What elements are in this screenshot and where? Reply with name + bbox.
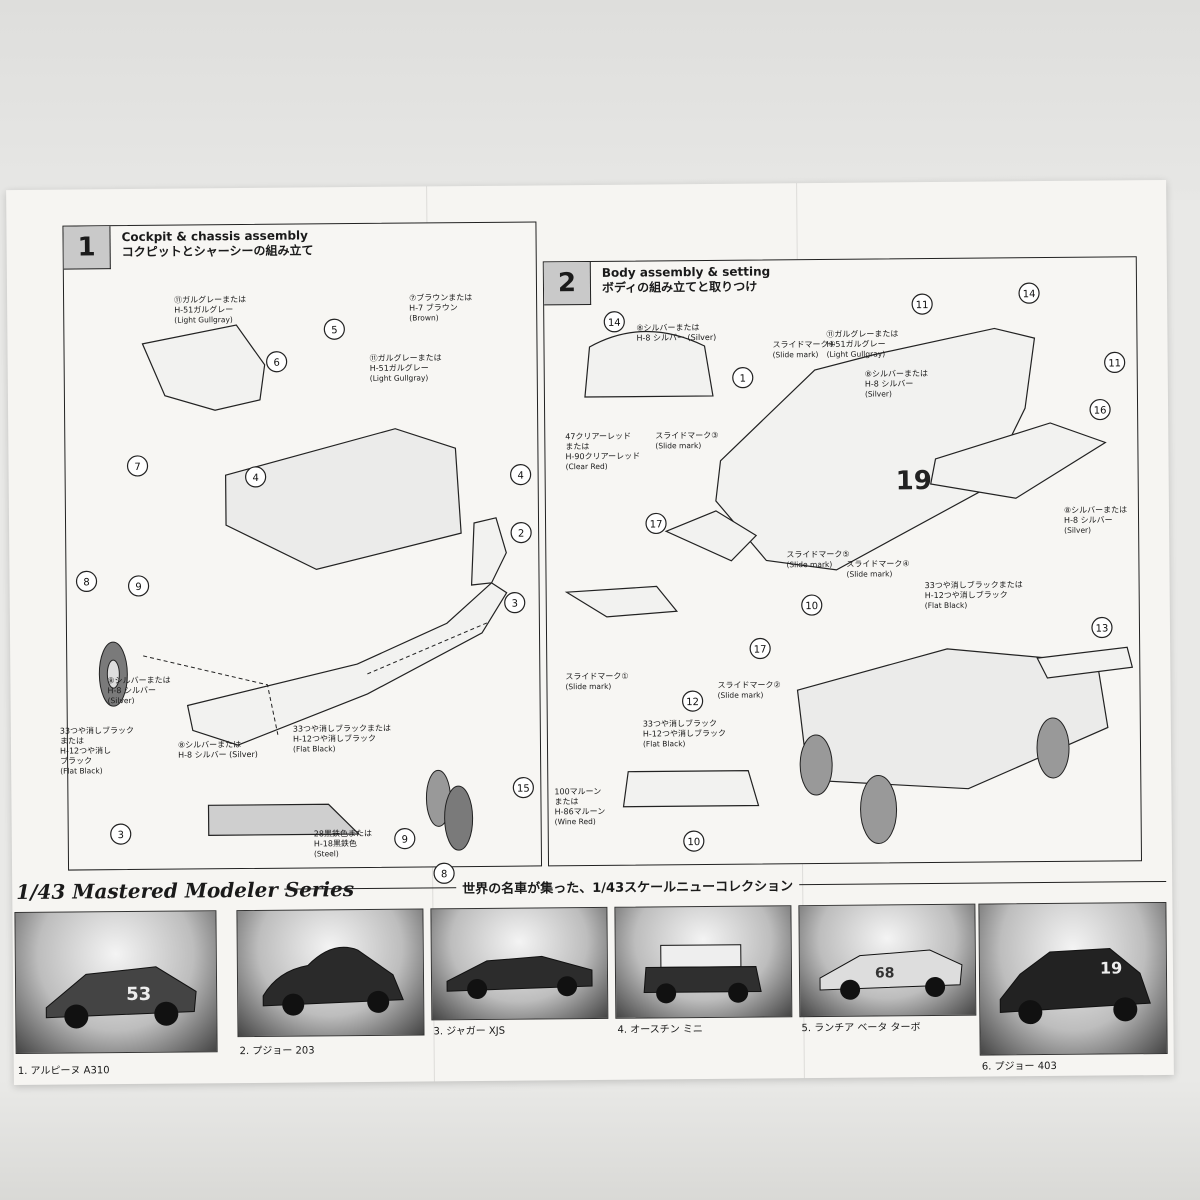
- slide-mark-callout: スライドマーク①(Slide mark): [565, 671, 629, 692]
- part-16-label: 16: [1094, 405, 1107, 416]
- car-caption-2: 2. プジョー 203: [239, 1045, 315, 1058]
- part-12-label: 12: [686, 697, 699, 708]
- car-silhouette: 68: [819, 949, 963, 1000]
- car-caption-3: 3. ジャガー XJS: [433, 1025, 506, 1038]
- car-silhouette: [262, 946, 404, 1016]
- part-7-label: 7: [134, 462, 140, 473]
- car-5-number: 68: [875, 965, 895, 981]
- car-photo-2: [236, 908, 425, 1038]
- slide-mark-callout: スライドマーク③(Slide mark): [655, 430, 719, 451]
- car-photo-4: [614, 905, 793, 1019]
- car-6-number: 19: [1100, 958, 1122, 977]
- series-tagline: 世界の名車が集った、1/43スケールニューコレクション: [456, 875, 800, 898]
- dashboard-part: [141, 324, 266, 411]
- car-silhouette: 53: [45, 966, 197, 1029]
- part-13-label: 13: [1096, 623, 1109, 634]
- part-4-label: 4: [252, 473, 258, 484]
- car-caption-6: 6. プジョー 403: [981, 1060, 1057, 1073]
- car-photo-3: [430, 906, 609, 1021]
- part-11-label: 11: [916, 300, 929, 311]
- part-6-label: 6: [273, 358, 279, 369]
- body-race-number: 19: [896, 466, 932, 496]
- car-1-number: 53: [126, 984, 151, 1005]
- step-1-panel: 1 Cockpit & chassis assembly コクピットとシャーシー…: [59, 221, 543, 884]
- part-8-label: 8: [441, 869, 447, 880]
- rear-body-view: [584, 330, 714, 398]
- step-2-panel: 2 Body assembly & setting ボディの組み立てと取りつけ …: [542, 256, 1143, 867]
- part-14-label: 14: [1023, 289, 1036, 300]
- car-photo-5: 68: [798, 903, 977, 1018]
- car-caption-5: 5. ランチア ベータ ターボ: [801, 1022, 921, 1035]
- wheels: [799, 717, 1070, 844]
- slide-mark-callout: スライドマーク⑤(Slide mark): [786, 549, 850, 570]
- step-2-drawing: 19 14 1: [564, 282, 1134, 852]
- slide-mark-callout: スライドマーク④(Slide mark): [846, 559, 910, 579]
- slide-mark-callout: スライドマーク②(Slide mark): [717, 680, 781, 700]
- part-1-label: 1: [740, 374, 746, 385]
- part-17-label: 17: [650, 519, 663, 530]
- car-photo-6: 19: [978, 901, 1168, 1056]
- background-bottom: [0, 1080, 1200, 1200]
- part-10-label: 10: [805, 601, 818, 612]
- wheels: [98, 641, 474, 851]
- instruction-sheet: 1 Cockpit & chassis assembly コクピットとシャーシー…: [6, 179, 1174, 1086]
- car-silhouette: [643, 944, 762, 1004]
- chassis-underside: [207, 803, 361, 836]
- cockpit-tub: [225, 428, 462, 571]
- bumper-part: [564, 585, 679, 618]
- car-caption-4: 4. オースチン ミニ: [617, 1024, 703, 1036]
- part-9-label: 9: [402, 835, 408, 846]
- part-14-label: 14: [608, 318, 621, 329]
- part-3-label: 3: [512, 599, 518, 610]
- grille-part: [664, 510, 758, 562]
- car-caption-1: 1. アルピーヌ A310: [17, 1065, 110, 1078]
- car-silhouette: 19: [999, 947, 1151, 1025]
- roof-insert: [930, 422, 1107, 499]
- part-5-label: 5: [331, 325, 337, 336]
- chassis-plate: [186, 582, 508, 746]
- part-3-label: 3: [118, 830, 124, 841]
- car-silhouette: [446, 955, 593, 999]
- part-10-label: 10: [687, 837, 700, 848]
- part-number-bubbles: [75, 318, 534, 884]
- part-9-label: 9: [135, 582, 141, 593]
- background-top: [0, 0, 1200, 200]
- part-8-label: 8: [83, 577, 89, 588]
- part-2-label: 2: [518, 529, 524, 540]
- car-photo-1: 53: [14, 910, 218, 1055]
- part-number-bubbles: [603, 282, 1126, 852]
- part-17-label: 17: [754, 644, 767, 655]
- part-4-label: 4: [517, 471, 523, 482]
- seat-part: [470, 517, 507, 586]
- part-11-label: 11: [1108, 358, 1121, 369]
- front-panel-detail: [622, 770, 760, 808]
- rear-wing: [1036, 646, 1134, 679]
- part-15-label: 15: [517, 784, 530, 795]
- car-photo-strip: 53 1. アルピーヌ A310 2. プジョー 203 3. ジャガー XJS: [12, 892, 1174, 1082]
- step-1-drawing: 5 6 7 4 4 2 3 8 9 3 9 8 15: [75, 318, 534, 884]
